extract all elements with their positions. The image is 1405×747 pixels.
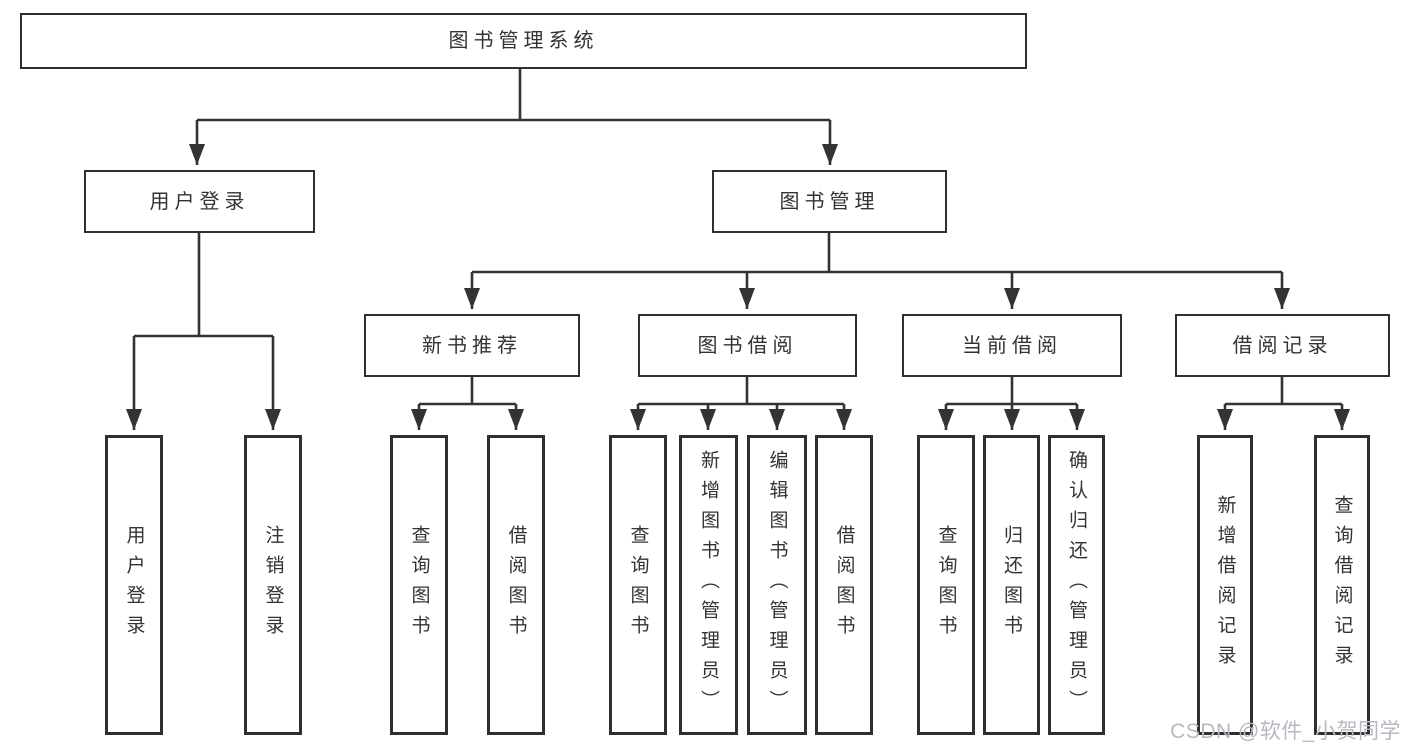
connector-borrow-record-branch xyxy=(1217,377,1350,430)
node-book-borrow: 图书借阅 xyxy=(638,314,857,377)
node-borrow-record: 借阅记录 xyxy=(1175,314,1390,377)
leaf-borrow-borrow-book: 借阅图书 xyxy=(815,435,873,735)
leaf-borrow-edit-book-admin: 编辑图书（管理员） xyxy=(747,435,807,735)
connector-new-book-recommend-branch xyxy=(411,377,524,430)
node-user-login: 用户登录 xyxy=(84,170,315,233)
leaf-recommend-borrow-book: 借阅图书 xyxy=(487,435,545,735)
connector-book-borrow-branch xyxy=(630,377,852,430)
connector-current-borrow-branch xyxy=(938,377,1085,430)
csdn-watermark: CSDN @软件_小贺同学 xyxy=(1170,720,1401,743)
leaf-user-login: 用户登录 xyxy=(105,435,163,735)
leaf-logout: 注销登录 xyxy=(244,435,302,735)
connector-book-management-branch xyxy=(464,233,1290,309)
connector-user-login-branch xyxy=(126,233,281,430)
node-new-book-recommend: 新书推荐 xyxy=(364,314,580,377)
leaf-record-query: 查询借阅记录 xyxy=(1314,435,1370,735)
leaf-borrow-add-book-admin: 新增图书（管理员） xyxy=(679,435,738,735)
leaf-record-add: 新增借阅记录 xyxy=(1197,435,1253,735)
leaf-borrow-query-book: 查询图书 xyxy=(609,435,667,735)
connector-root-to-level2 xyxy=(189,69,838,165)
node-root-library-system: 图书管理系统 xyxy=(20,13,1027,69)
leaf-current-query-book: 查询图书 xyxy=(917,435,975,735)
node-book-management: 图书管理 xyxy=(712,170,947,233)
leaf-recommend-query-book: 查询图书 xyxy=(390,435,448,735)
leaf-current-confirm-return-admin: 确认归还（管理员） xyxy=(1048,435,1105,735)
leaf-current-return-book: 归还图书 xyxy=(983,435,1040,735)
node-current-borrow: 当前借阅 xyxy=(902,314,1122,377)
